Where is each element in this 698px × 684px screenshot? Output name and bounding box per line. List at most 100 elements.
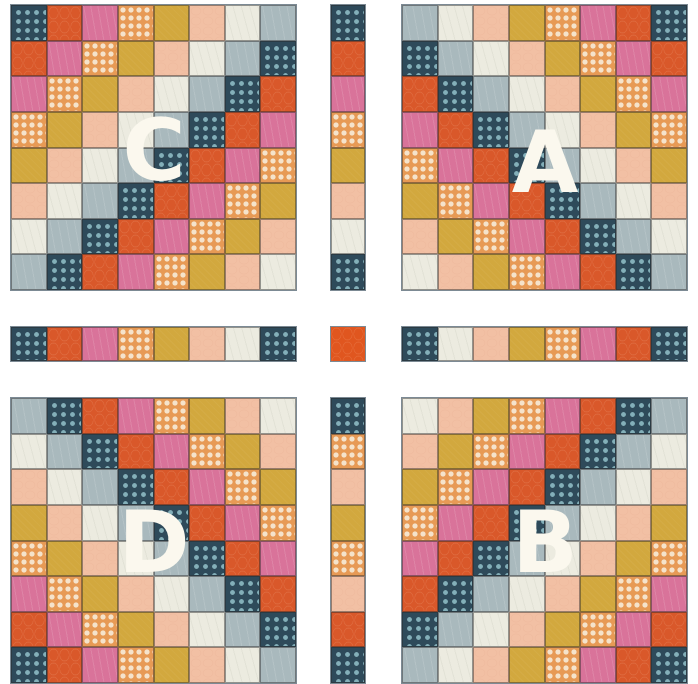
- fabric-square-mustard: [616, 541, 652, 577]
- fabric-square-navy: [225, 76, 261, 112]
- fabric-square-orange: [118, 434, 154, 470]
- fabric-square-orange: [402, 576, 438, 612]
- fabric-square-floral: [616, 76, 652, 112]
- fabric-square-grey: [225, 41, 261, 77]
- fabric-square-pink: [402, 541, 438, 577]
- fabric-square-pink: [225, 148, 261, 184]
- fabric-square-cream: [11, 434, 47, 470]
- fabric-square-cream: [260, 254, 296, 290]
- fabric-square-cream: [189, 41, 225, 77]
- fabric-square-grey: [616, 434, 652, 470]
- fabric-square-peach: [47, 505, 83, 541]
- fabric-square-peach: [473, 647, 509, 683]
- fabric-square-cream: [509, 76, 545, 112]
- fabric-square-pink: [118, 254, 154, 290]
- fabric-square-pink: [331, 76, 365, 112]
- fabric-square-floral: [189, 219, 225, 255]
- fabric-square-cream: [616, 183, 652, 219]
- fabric-square-navy: [260, 612, 296, 648]
- fabric-square-peach: [331, 576, 365, 612]
- fabric-square-peach: [189, 647, 225, 683]
- fabric-square-orange: [545, 434, 581, 470]
- fabric-square-pink: [260, 541, 296, 577]
- fabric-square-mustard: [473, 254, 509, 290]
- fabric-square-grey: [438, 41, 474, 77]
- fabric-square-mustard: [47, 112, 83, 148]
- fabric-square-mustard: [154, 5, 190, 41]
- fabric-square-mustard: [402, 183, 438, 219]
- fabric-square-pink: [580, 5, 616, 41]
- fabric-square-pink: [82, 647, 118, 683]
- fabric-square-orange: [260, 576, 296, 612]
- fabric-square-pink: [402, 112, 438, 148]
- fabric-square-floral: [616, 576, 652, 612]
- fabric-square-mustard: [11, 505, 47, 541]
- fabric-square-pink: [154, 219, 190, 255]
- fabric-square-orange: [438, 112, 474, 148]
- fabric-square-peach: [473, 5, 509, 41]
- fabric-square-orange: [11, 612, 47, 648]
- fabric-square-peach: [11, 469, 47, 505]
- fabric-square-orange: [616, 647, 652, 683]
- fabric-square-orange: [47, 647, 83, 683]
- fabric-square-pink: [580, 647, 616, 683]
- fabric-square-orange: [47, 5, 83, 41]
- fabric-square-floral: [580, 41, 616, 77]
- fabric-square-navy: [260, 327, 296, 361]
- fabric-square-orange: [438, 541, 474, 577]
- fabric-square-orange: [47, 327, 83, 361]
- fabric-square-floral: [11, 112, 47, 148]
- fabric-square-mustard: [509, 647, 545, 683]
- fabric-square-pink: [82, 5, 118, 41]
- block-label-d: D: [104, 500, 204, 586]
- fabric-square-navy: [402, 41, 438, 77]
- fabric-square-navy: [651, 5, 687, 41]
- fabric-square-mustard: [545, 41, 581, 77]
- fabric-square-floral: [580, 612, 616, 648]
- fabric-square-peach: [11, 183, 47, 219]
- fabric-square-grey: [11, 254, 47, 290]
- fabric-square-orange: [225, 541, 261, 577]
- fabric-square-pink: [154, 434, 190, 470]
- sashing-strip-left: [10, 326, 297, 362]
- fabric-square-orange: [651, 41, 687, 77]
- fabric-square-peach: [616, 148, 652, 184]
- fabric-square-peach: [47, 148, 83, 184]
- fabric-square-orange: [331, 612, 365, 648]
- fabric-square-floral: [118, 647, 154, 683]
- fabric-square-navy: [438, 76, 474, 112]
- fabric-square-peach: [154, 612, 190, 648]
- fabric-square-cream: [402, 398, 438, 434]
- fabric-square-cream: [260, 398, 296, 434]
- fabric-square-peach: [473, 327, 509, 361]
- fabric-square-mustard: [509, 5, 545, 41]
- fabric-square-floral: [651, 541, 687, 577]
- fabric-square-mustard: [260, 183, 296, 219]
- fabric-square-mustard: [473, 398, 509, 434]
- block-label-b: B: [495, 500, 595, 586]
- fabric-square-pink: [651, 76, 687, 112]
- fabric-square-grey: [438, 612, 474, 648]
- fabric-square-peach: [402, 219, 438, 255]
- fabric-square-floral: [438, 469, 474, 505]
- fabric-square-peach: [260, 434, 296, 470]
- fabric-square-cream: [438, 5, 474, 41]
- fabric-square-navy: [47, 254, 83, 290]
- fabric-square-floral: [331, 434, 365, 470]
- fabric-square-floral: [82, 41, 118, 77]
- fabric-square-peach: [225, 398, 261, 434]
- fabric-square-floral: [225, 183, 261, 219]
- fabric-square-navy: [402, 327, 438, 361]
- fabric-square-mustard: [225, 219, 261, 255]
- fabric-square-mustard: [509, 327, 545, 361]
- fabric-square-mustard: [402, 469, 438, 505]
- fabric-square-cream: [402, 254, 438, 290]
- fabric-square-mustard: [11, 148, 47, 184]
- fabric-square-mustard: [651, 148, 687, 184]
- fabric-square-floral: [545, 647, 581, 683]
- fabric-square-floral: [118, 327, 154, 361]
- fabric-square-floral: [651, 112, 687, 148]
- fabric-square-cream: [189, 612, 225, 648]
- fabric-square-peach: [189, 5, 225, 41]
- fabric-square-pink: [545, 254, 581, 290]
